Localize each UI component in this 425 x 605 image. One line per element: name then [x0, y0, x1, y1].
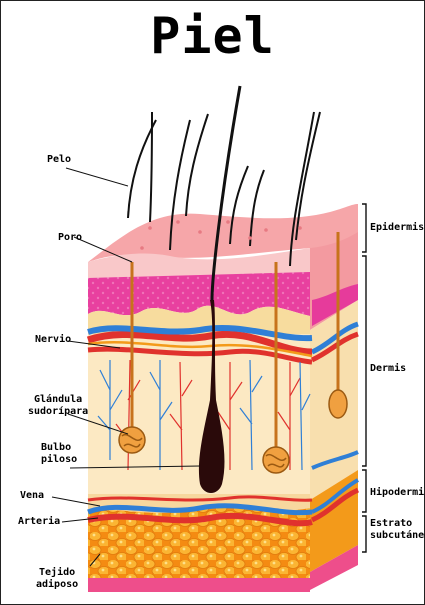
right-brackets — [362, 204, 366, 552]
label-poro: Poro — [58, 232, 82, 244]
label-nervio: Nervio — [35, 334, 71, 346]
label-bulbo-line2: piloso — [41, 454, 77, 466]
label-glandula-line1: Glándula — [28, 394, 88, 406]
label-arteria: Arteria — [18, 516, 60, 528]
label-tejido-line1: Tejido — [36, 567, 78, 579]
label-hipodermis: Hipodermis — [370, 487, 425, 499]
label-estrato-line1: Estrato — [370, 518, 425, 530]
label-bulbo: Bulbo piloso — [41, 442, 77, 466]
label-epidermis: Epidermis — [370, 222, 424, 234]
label-estrato-line2: subcutáneo — [370, 530, 425, 542]
label-glandula: Glándula sudorípara — [28, 394, 88, 418]
label-tejido-line2: adiposo — [36, 579, 78, 591]
label-bulbo-line1: Bulbo — [41, 442, 77, 454]
label-vena: Vena — [20, 490, 44, 502]
label-glandula-line2: sudorípara — [28, 406, 88, 418]
label-tejido: Tejido adiposo — [36, 567, 78, 591]
label-estrato: Estrato subcutáneo — [370, 518, 425, 542]
label-pelo: Pelo — [47, 154, 71, 166]
label-dermis: Dermis — [370, 363, 406, 375]
